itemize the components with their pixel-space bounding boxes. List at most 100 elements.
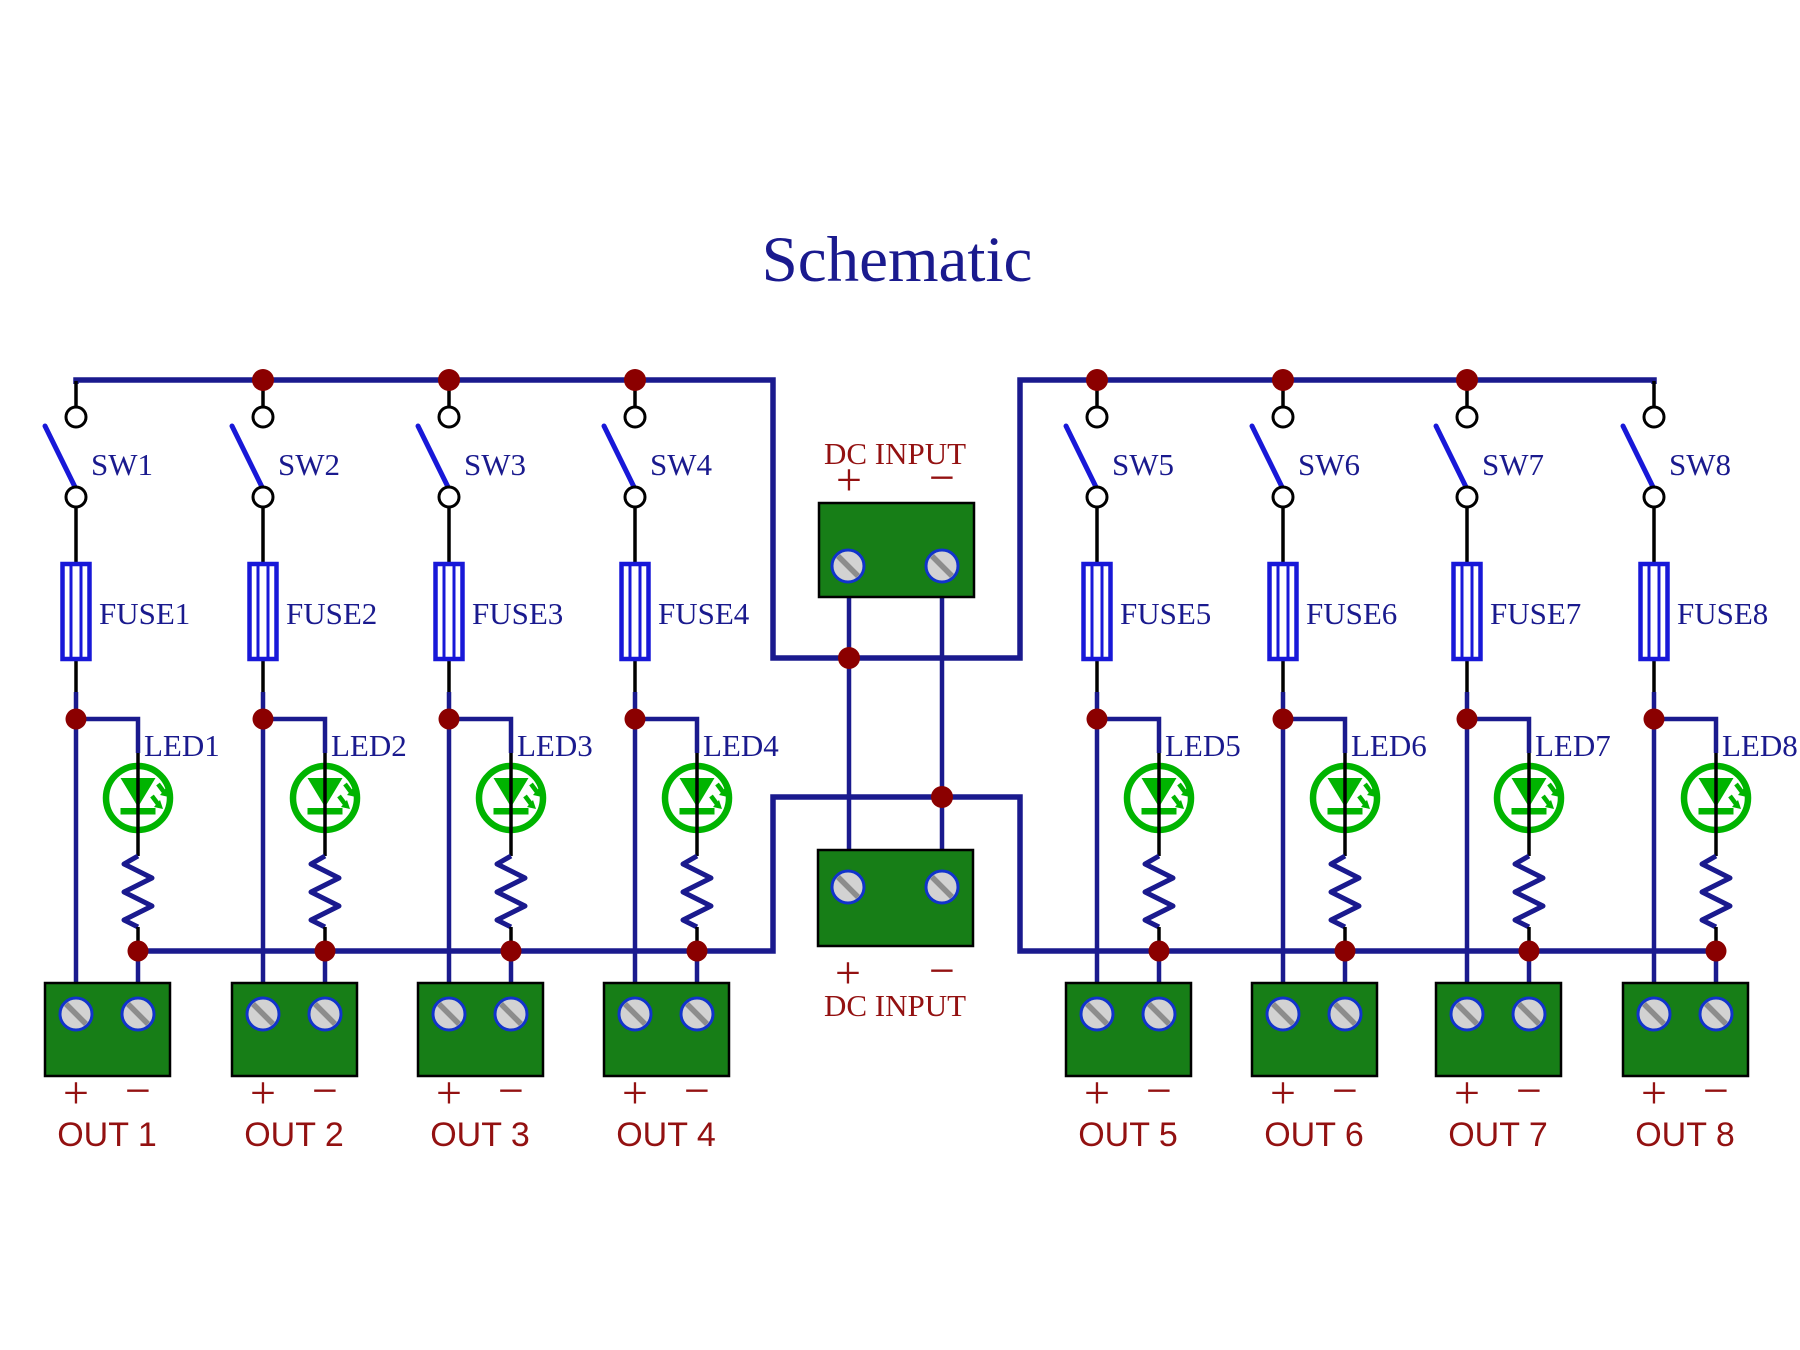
led-emission-arrowhead [1361, 800, 1370, 809]
wire-segment-led-branch [635, 716, 700, 753]
terminal-screw-minus [924, 869, 960, 905]
wire-segment-led-branch [1654, 716, 1719, 753]
out-terminal-block [1434, 981, 1563, 1078]
switch-bottom-terminal [64, 485, 88, 509]
screw-slot [623, 1002, 647, 1026]
screw-slot [64, 1002, 88, 1026]
fuse-label: FUSE2 [286, 596, 377, 631]
out-minus-label: − [1516, 1065, 1542, 1116]
junction-dot-fuse-output [1086, 708, 1108, 730]
junction-dot-negative-bus [1518, 940, 1540, 962]
switch-lever [1063, 423, 1099, 490]
junction-dot-fuse-output [1456, 708, 1478, 730]
led-label: LED7 [1535, 728, 1611, 763]
dc-input-label: DC INPUT [824, 436, 966, 471]
switch-label: SW5 [1112, 447, 1174, 482]
screw-slot [1271, 1002, 1295, 1026]
terminal-screw-minus [1327, 996, 1363, 1032]
terminal-screw-plus [617, 996, 653, 1032]
led-label: LED2 [331, 728, 407, 763]
switch-bottom-terminal [1455, 485, 1479, 509]
led-emission-arrow [337, 794, 347, 806]
fuse-label: FUSE3 [472, 596, 563, 631]
out-minus-label: − [498, 1065, 524, 1116]
screw-slot [836, 554, 860, 578]
fuse-body [433, 561, 465, 662]
screw-slot [836, 875, 860, 899]
out-label: OUT 5 [1078, 1116, 1178, 1154]
screw-slot [1704, 1002, 1728, 1026]
out-minus-label: − [1332, 1065, 1358, 1116]
screw-slot [685, 1002, 709, 1026]
terminal-screw-minus [120, 996, 156, 1032]
terminal-screw-minus [1141, 996, 1177, 1032]
resistor-zigzag [494, 853, 528, 930]
led-label: LED4 [703, 728, 779, 763]
led-label: LED5 [1165, 728, 1241, 763]
led-emission-arrow [715, 782, 725, 794]
led-emission-arrowhead [160, 788, 169, 797]
out-label: OUT 2 [244, 1116, 344, 1154]
fuse-element [442, 562, 456, 661]
fuse-label: FUSE6 [1306, 596, 1397, 631]
led-emission-arrow [150, 794, 160, 806]
out-plus-label: + [63, 1067, 89, 1118]
dc-input-top: DC INPUT+− [817, 436, 976, 808]
led-emission-arrow [523, 794, 533, 806]
junction-dot-fuse-output [1643, 708, 1665, 730]
fuse-label: FUSE4 [658, 596, 750, 631]
junction-dot-fuse-output [624, 708, 646, 730]
page-title: Schematic [762, 224, 1033, 296]
resistor-zigzag [1512, 853, 1546, 930]
switch-bottom-terminal [437, 485, 461, 509]
out-terminal-block [1064, 981, 1193, 1078]
led-emission-arrow [1363, 782, 1373, 794]
junction-dot-negative-bus [686, 940, 708, 962]
fuse-element [1460, 562, 1474, 661]
terminal-screw-plus [1636, 996, 1672, 1032]
fuse-body [1267, 561, 1299, 662]
switch-bottom-terminal [1085, 485, 1109, 509]
switch-top-terminal [251, 405, 275, 429]
led-emission-arrowhead [1738, 788, 1747, 797]
switch-top-terminal [1271, 405, 1295, 429]
switch-lever [601, 423, 637, 490]
junction-dot-fuse-output [65, 708, 87, 730]
fuse-label: FUSE7 [1490, 596, 1581, 631]
resistor-zigzag [680, 853, 714, 930]
out-terminal-block [416, 981, 545, 1078]
fuse-element [1276, 562, 1290, 661]
led-emission-arrow [343, 782, 353, 794]
terminal-screw-minus [924, 548, 960, 584]
wire-segment-led-branch [1097, 716, 1162, 753]
dc-minus-label: − [929, 945, 955, 996]
junction-dot-minus-bus [931, 786, 953, 808]
screw-slot [1455, 1002, 1479, 1026]
out-minus-label: − [1703, 1065, 1729, 1116]
wire-segment-led-branch [449, 716, 514, 753]
screw-slot [313, 1002, 337, 1026]
out-terminal-block [602, 981, 731, 1078]
screw-slot [437, 1002, 461, 1026]
switch-lever [1433, 423, 1469, 490]
out-label: OUT 8 [1635, 1116, 1735, 1154]
screw-slot [1642, 1002, 1666, 1026]
out-plus-label: + [622, 1067, 648, 1118]
junction-dot-negative-bus [1148, 940, 1170, 962]
fuse-element [256, 562, 270, 661]
fuse-label: FUSE8 [1677, 596, 1768, 631]
terminal-screw-plus [431, 996, 467, 1032]
out-plus-label: + [250, 1067, 276, 1118]
led-emission-arrow [1177, 782, 1187, 794]
led-label: LED6 [1351, 728, 1427, 763]
terminal-screw-plus [1449, 996, 1485, 1032]
wire-segment-led-branch [1467, 716, 1532, 753]
out-minus-label: − [1146, 1065, 1172, 1116]
terminal-screw-minus [307, 996, 343, 1032]
screw-slot [930, 875, 954, 899]
switch-lever [229, 423, 265, 490]
